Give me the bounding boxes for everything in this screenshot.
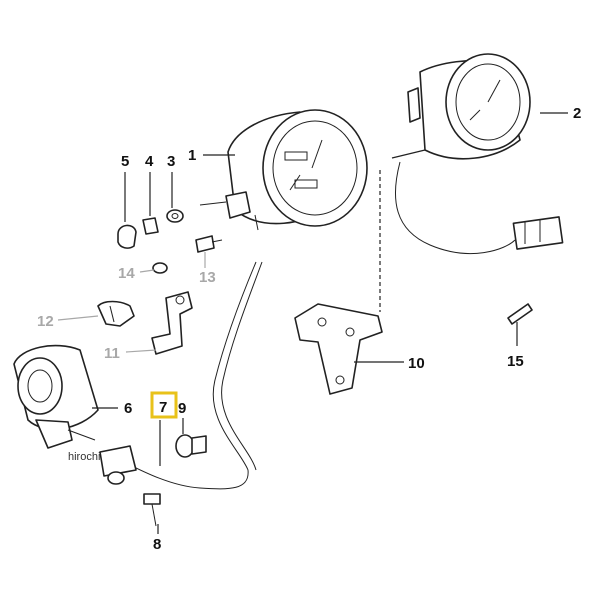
cable-end-part-7 (99, 445, 137, 485)
callout-3: 3 (167, 153, 175, 170)
cable-path-outer (221, 261, 263, 471)
tachometer-part-2 (391, 53, 564, 254)
callout-15: 15 (507, 353, 524, 370)
clip-part-12 (97, 300, 135, 327)
leader-11 (125, 349, 157, 353)
callout-12: 12 (37, 313, 54, 330)
bracket-part-11 (151, 291, 193, 355)
callout-14: 14 (118, 265, 135, 282)
cable-path (119, 261, 257, 490)
screw-part-8 (143, 493, 161, 527)
screw-part-14 (152, 262, 168, 274)
cap-part-5 (117, 224, 137, 249)
watermark-text: hirochi (68, 451, 100, 463)
leader-12 (57, 315, 99, 321)
callout-4: 4 (145, 153, 154, 170)
callout-5: 5 (121, 153, 129, 170)
pin-part-15 (507, 303, 533, 325)
callout-11: 11 (104, 345, 120, 362)
callout-2: 2 (573, 105, 581, 122)
callout-8: 8 (153, 536, 161, 553)
washer-part-4 (142, 217, 159, 235)
callout-1: 1 (188, 147, 196, 164)
speedometer-part-1 (199, 109, 368, 231)
callout-10: 10 (408, 355, 425, 372)
screw-part-13 (195, 235, 223, 253)
grommet-part-9 (175, 434, 207, 458)
highlight-box-part-7 (150, 391, 178, 419)
drive-housing-part-6 (13, 344, 99, 449)
leader-14 (139, 269, 155, 273)
callout-6: 6 (124, 400, 132, 417)
callout-9: 9 (178, 400, 186, 417)
mounting-bracket-part-10 (294, 170, 383, 395)
callout-7: 7 (159, 399, 167, 416)
nut-part-3 (166, 209, 184, 223)
callout-13: 13 (199, 269, 216, 286)
